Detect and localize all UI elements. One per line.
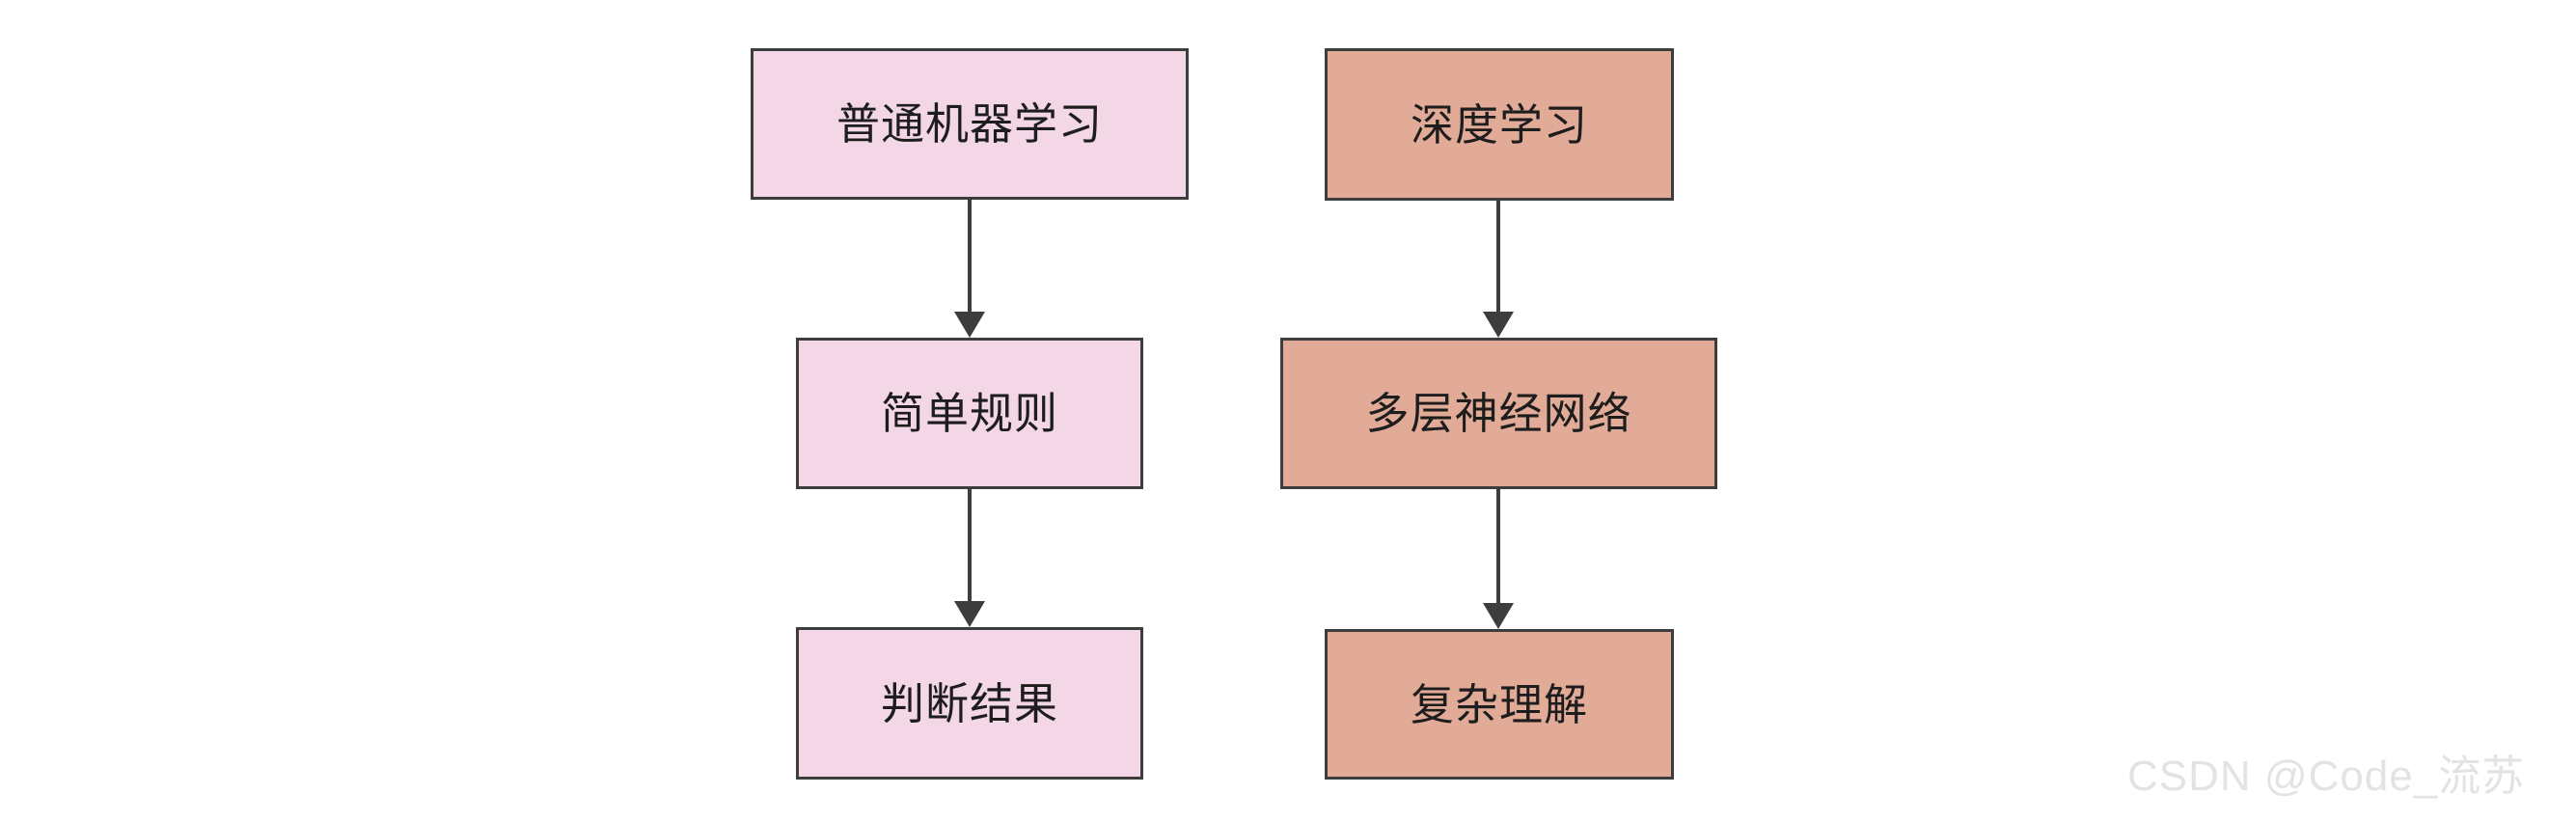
node-ml-2[interactable]: 简单规则 [796, 338, 1143, 489]
edge-line [968, 200, 972, 318]
node-ml-3[interactable]: 判断结果 [796, 627, 1143, 780]
node-ml-1[interactable]: 普通机器学习 [751, 48, 1189, 200]
node-dl-1[interactable]: 深度学习 [1325, 48, 1674, 201]
node-label: 普通机器学习 [836, 99, 1103, 149]
arrowhead-icon [954, 601, 985, 627]
edge-line [1496, 489, 1500, 610]
edge-line [1496, 201, 1500, 318]
node-label: 复杂理解 [1410, 679, 1588, 729]
node-dl-3[interactable]: 复杂理解 [1325, 629, 1674, 780]
node-label: 简单规则 [880, 389, 1058, 438]
arrowhead-icon [1483, 312, 1514, 338]
edge-line [968, 489, 972, 608]
arrowhead-icon [954, 312, 985, 338]
arrowhead-icon [1483, 603, 1514, 629]
node-label: 多层神经网络 [1365, 389, 1632, 438]
node-label: 深度学习 [1410, 99, 1588, 150]
csdn-watermark: CSDN @Code_流苏 [2127, 753, 2526, 800]
node-dl-2[interactable]: 多层神经网络 [1280, 338, 1717, 489]
node-label: 判断结果 [880, 678, 1058, 728]
